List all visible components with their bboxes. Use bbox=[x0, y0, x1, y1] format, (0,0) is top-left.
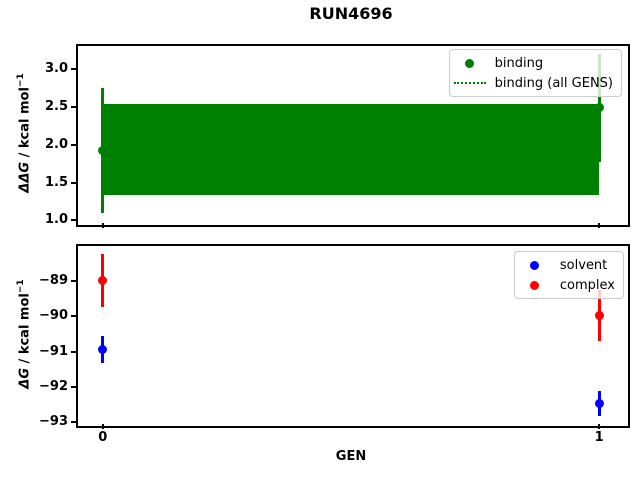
y-tick-label: 3.0 bbox=[44, 61, 68, 77]
y-tick-label: −93 bbox=[39, 414, 68, 429]
y-tick-mark bbox=[71, 143, 76, 146]
legend-swatch bbox=[453, 58, 487, 68]
marker-complex bbox=[594, 310, 604, 320]
legend-label-binding: binding bbox=[494, 55, 544, 71]
binding-all-gens-dotted-line-icon bbox=[453, 82, 486, 84]
marker-complex bbox=[98, 275, 108, 285]
y-tick-mark bbox=[71, 280, 76, 283]
bottom-ylabel-exponent: −1 bbox=[16, 279, 26, 294]
bottom-plot-legend: solvent complex bbox=[513, 251, 624, 299]
x-tick-mark bbox=[598, 223, 601, 228]
marker-binding bbox=[594, 103, 604, 113]
legend-swatch bbox=[518, 280, 552, 290]
x-axis-label: GEN bbox=[335, 449, 367, 464]
legend-label-complex: complex bbox=[559, 277, 615, 293]
y-tick-mark bbox=[71, 385, 76, 388]
legend-label-binding-all-gens: binding (all GENS) bbox=[494, 75, 613, 91]
x-tick-mark bbox=[101, 424, 104, 429]
plot-title: RUN4696 bbox=[309, 4, 393, 23]
x-tick-label: 0 bbox=[98, 430, 108, 445]
x-tick-mark bbox=[598, 424, 601, 429]
y-tick-label: 1.0 bbox=[44, 212, 68, 228]
binding-marker-icon bbox=[465, 58, 475, 68]
y-tick-label: −90 bbox=[39, 308, 68, 324]
y-tick-mark bbox=[71, 106, 76, 109]
x-tick-mark bbox=[101, 223, 104, 228]
y-tick-label: 2.0 bbox=[44, 136, 68, 152]
top-plot-axes bbox=[76, 44, 630, 227]
y-tick-mark bbox=[71, 68, 76, 71]
top-plot-legend: binding binding (all GENS) bbox=[448, 49, 622, 97]
legend-entry-binding-all-gens: binding (all GENS) bbox=[453, 73, 613, 93]
marker-solvent bbox=[98, 344, 108, 354]
y-tick-label: 1.5 bbox=[44, 174, 68, 190]
legend-entry-binding: binding bbox=[453, 53, 613, 73]
marker-solvent bbox=[594, 398, 604, 408]
y-tick-label: −91 bbox=[39, 343, 68, 359]
x-tick-label: 1 bbox=[594, 430, 604, 445]
y-tick-mark bbox=[71, 315, 76, 318]
y-tick-mark bbox=[71, 219, 76, 222]
y-tick-label: −89 bbox=[39, 273, 68, 289]
legend-swatch bbox=[518, 260, 552, 270]
bottom-plot-axes bbox=[76, 244, 630, 428]
y-tick-label: −92 bbox=[39, 378, 68, 394]
legend-entry-complex: complex bbox=[518, 275, 615, 295]
top-ylabel-exponent: −1 bbox=[16, 73, 26, 88]
complex-marker-icon bbox=[530, 280, 540, 290]
uncertainty-band-binding-all-gens bbox=[102, 104, 600, 195]
legend-swatch bbox=[453, 82, 487, 84]
legend-entry-solvent: solvent bbox=[518, 255, 615, 275]
marker-binding bbox=[98, 146, 108, 156]
legend-label-solvent: solvent bbox=[559, 257, 608, 273]
solvent-marker-icon bbox=[530, 260, 540, 270]
y-tick-mark bbox=[71, 350, 76, 353]
y-tick-mark bbox=[71, 181, 76, 184]
y-tick-mark bbox=[71, 421, 76, 423]
y-tick-label: 2.5 bbox=[44, 99, 68, 115]
